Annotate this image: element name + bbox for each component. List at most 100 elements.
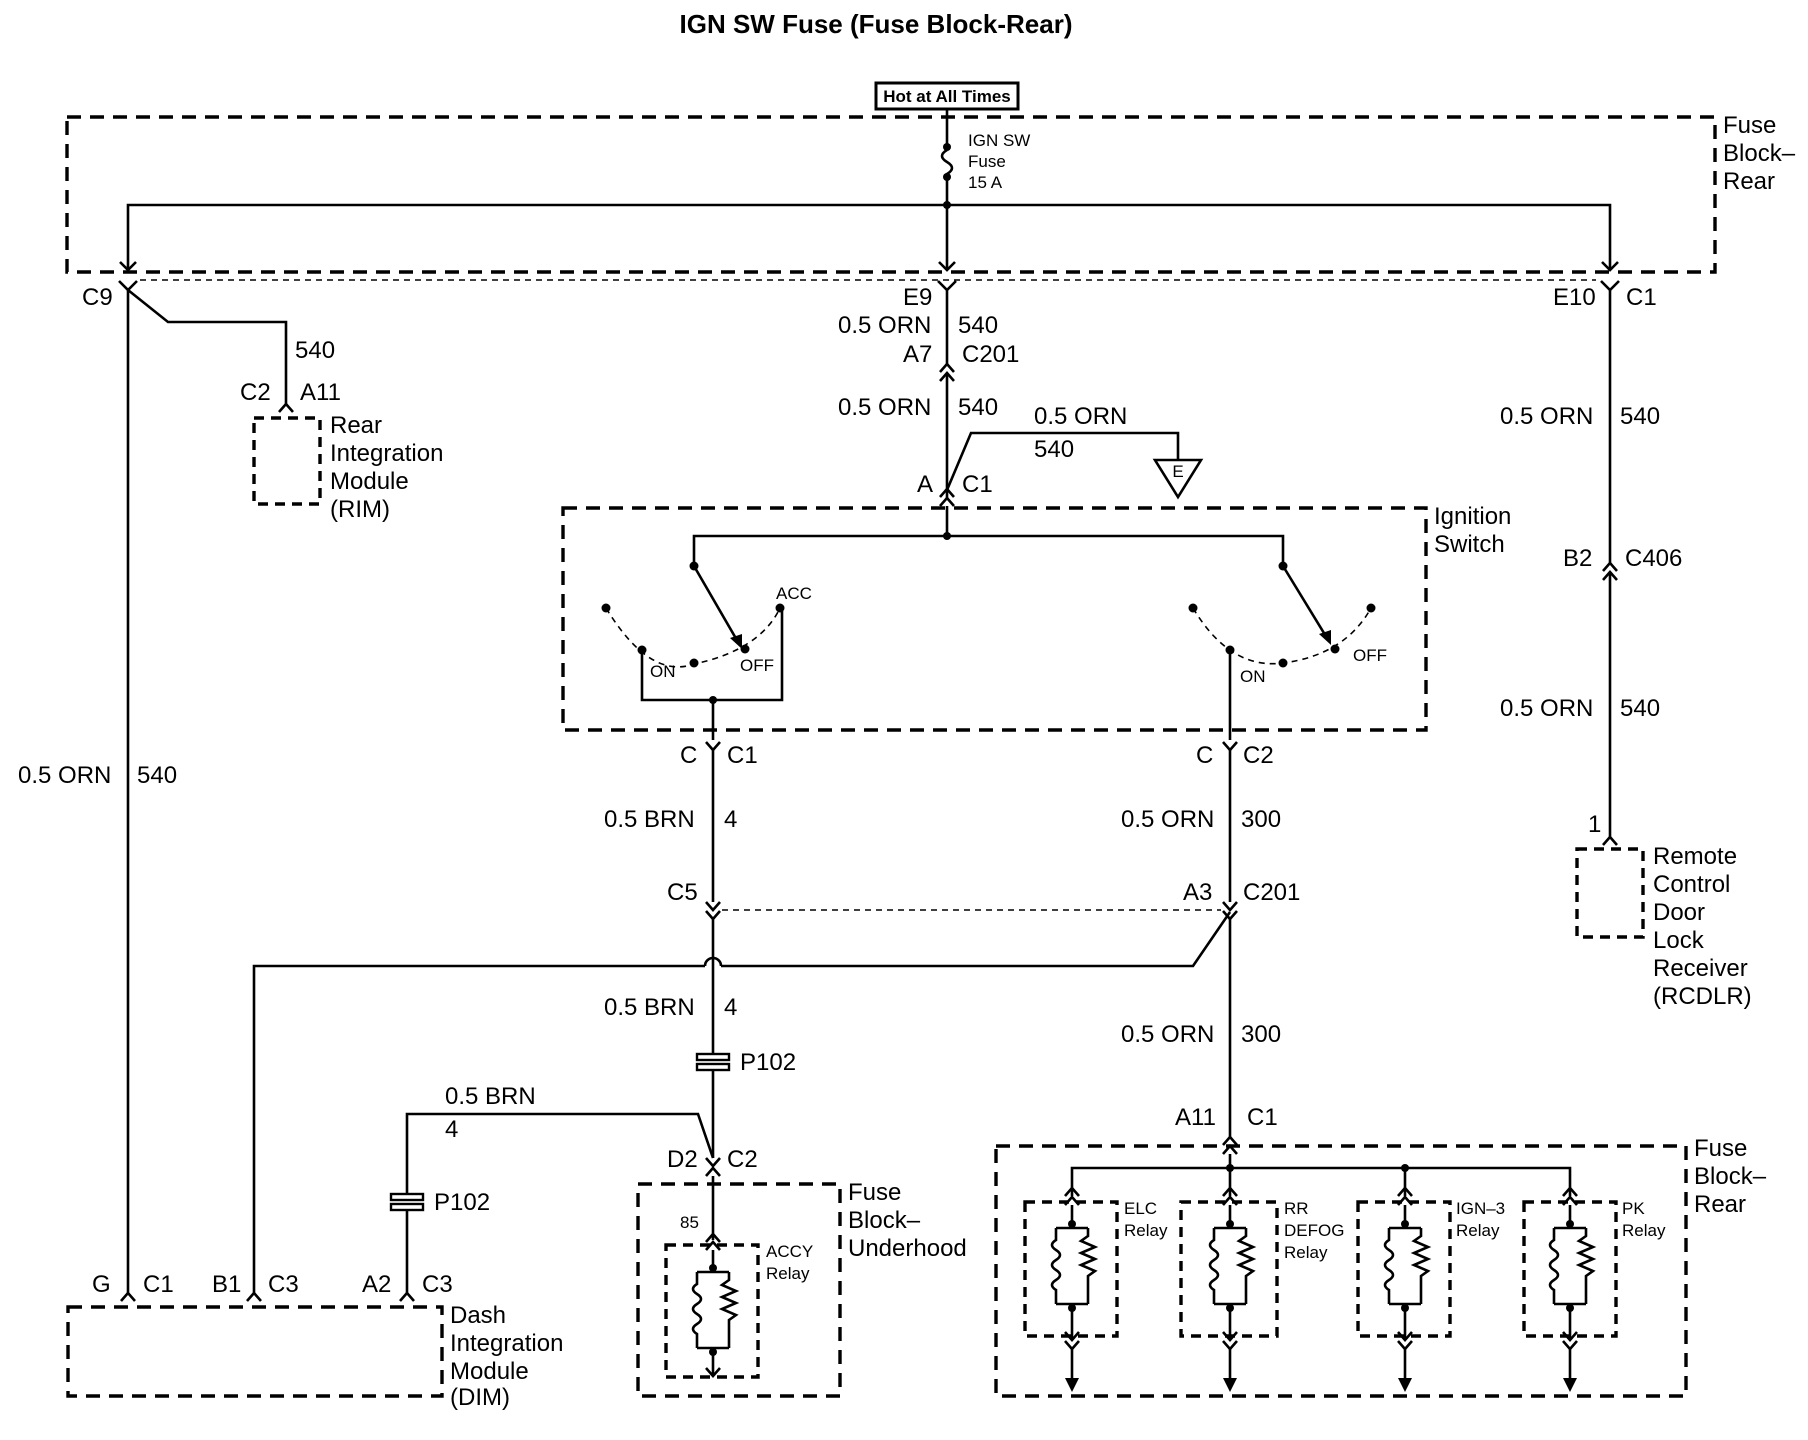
- rr-defog-relay: [1179, 1186, 1279, 1392]
- fuse-block-rear-relay-bus: [1070, 1166, 1572, 1196]
- ign-sw-fuse: [940, 109, 954, 205]
- conn-c9: C9: [82, 284, 113, 311]
- wire-300a-gauge: 0.5 ORN: [1121, 806, 1214, 833]
- svg-text:Relay: Relay: [1124, 1221, 1168, 1240]
- rim-box: [252, 416, 322, 506]
- svg-text:Ignition: Ignition: [1434, 503, 1511, 530]
- svg-text:Relay: Relay: [1456, 1221, 1500, 1240]
- svg-text:Block–: Block–: [848, 1207, 921, 1234]
- conn-b1: B1: [212, 1271, 241, 1298]
- conn-c201-top: C201: [962, 341, 1019, 368]
- svg-text:RR: RR: [1284, 1199, 1309, 1218]
- wire-r2-gauge: 0.5 ORN: [1500, 695, 1593, 722]
- svg-text:Rear: Rear: [1694, 1191, 1746, 1218]
- svg-text:Module: Module: [330, 468, 409, 495]
- svg-text:E: E: [1172, 462, 1183, 481]
- wire-e9-circuit: 540: [958, 312, 998, 339]
- conn-c3-a2: C3: [422, 1271, 453, 1298]
- pk-relay: [1522, 1186, 1618, 1392]
- wire-r1-circuit: 540: [1620, 403, 1660, 430]
- conn-c1-fb: C1: [1247, 1104, 1278, 1131]
- conn-g: G: [92, 1271, 111, 1298]
- wire-e9-gauge: 0.5 ORN: [838, 312, 931, 339]
- wire-left-gauge: 0.5 ORN: [18, 762, 111, 789]
- ignition-switch-right-contacts: [1188, 561, 1376, 740]
- wire-a7-circuit: 540: [958, 394, 998, 421]
- svg-text:Switch: Switch: [1434, 531, 1505, 558]
- conn-c-right: C: [1196, 742, 1213, 769]
- conn-a7: A7: [903, 341, 932, 368]
- svg-text:DEFOG: DEFOG: [1284, 1221, 1344, 1240]
- svg-text:Rear: Rear: [330, 412, 382, 439]
- rim-label: Rear Integration Module (RIM): [330, 412, 443, 523]
- svg-text:15 A: 15 A: [968, 173, 1003, 192]
- svg-text:Fuse: Fuse: [1723, 112, 1776, 139]
- svg-text:(RIM): (RIM): [330, 496, 390, 523]
- ignition-switch-label: Ignition Switch: [1434, 503, 1511, 558]
- svg-text:IGN–3: IGN–3: [1456, 1199, 1505, 1218]
- svg-text:Underhood: Underhood: [848, 1235, 967, 1262]
- svg-text:Fuse: Fuse: [848, 1179, 901, 1206]
- fuse-block-rear-bottom-box: [994, 1144, 1688, 1398]
- conn-c2-uh: C2: [727, 1146, 758, 1173]
- switch-pos-on-left: ON: [650, 662, 676, 681]
- conn-c-left: C: [680, 742, 697, 769]
- wire-300a-circuit: 300: [1241, 806, 1281, 833]
- svg-text:ACCY: ACCY: [766, 1242, 813, 1261]
- svg-text:PK: PK: [1622, 1199, 1645, 1218]
- conn-a3: A3: [1183, 879, 1212, 906]
- wire-branch-gauge: 0.5 ORN: [1034, 403, 1127, 430]
- conn-e10: E10: [1553, 284, 1596, 311]
- wire-brn3-gauge: 0.5 BRN: [445, 1083, 536, 1110]
- wire-to-splice-e: [945, 431, 1180, 491]
- conn-c5: C5: [667, 879, 698, 906]
- conn-c1-dim: C1: [143, 1271, 174, 1298]
- accy-relay-coil: [691, 1250, 738, 1378]
- ignition-switch-box: [561, 506, 1428, 732]
- svg-text:Integration: Integration: [330, 440, 443, 467]
- splice-e-symbol: E: [1152, 458, 1204, 500]
- conn-pin-1: 1: [1588, 811, 1601, 838]
- fuse-label: IGN SW Fuse 15 A: [968, 131, 1030, 192]
- dim-label: Dash Integration Module (DIM): [450, 1302, 563, 1411]
- conn-a2: A2: [362, 1271, 391, 1298]
- rr-defog-relay-label: RR DEFOG Relay: [1284, 1199, 1344, 1262]
- dim-box: [66, 1305, 444, 1398]
- wire-brn1-gauge: 0.5 BRN: [604, 806, 695, 833]
- svg-text:Control: Control: [1653, 871, 1730, 898]
- wire-brn-to-p102-left: [405, 1112, 715, 1193]
- switch-pos-off-left: OFF: [740, 656, 774, 675]
- fuse-block-rear-top-box: [65, 115, 1717, 274]
- conn-d2: D2: [667, 1146, 698, 1173]
- accy-relay-label: ACCY Relay: [766, 1242, 813, 1283]
- conn-b2: B2: [1563, 545, 1592, 572]
- hot-at-all-times-label: Hot at All Times: [874, 81, 1020, 111]
- fuse-bus-bar: [126, 203, 1612, 270]
- wire-brn2-gauge: 0.5 BRN: [604, 994, 695, 1021]
- rcdlr-label: Remote Control Door Lock Receiver (RCDLR…: [1653, 843, 1752, 1010]
- svg-text:Receiver: Receiver: [1653, 955, 1748, 982]
- svg-text:(RCDLR): (RCDLR): [1653, 983, 1752, 1010]
- conn-c201-mid: C201: [1243, 879, 1300, 906]
- conn-c2-right: C2: [1243, 742, 1274, 769]
- conn-pin-85: 85: [680, 1213, 699, 1232]
- wire-brn2-circuit: 4: [724, 994, 737, 1021]
- svg-text:Door: Door: [1653, 899, 1705, 926]
- ign-3-relay: [1356, 1186, 1452, 1392]
- pk-relay-label: PK Relay: [1622, 1199, 1666, 1240]
- ignition-switch-left-contacts: [601, 561, 785, 740]
- elc-relay: [1023, 1186, 1119, 1392]
- wire-brn3-circuit: 4: [445, 1116, 458, 1143]
- svg-text:Block–: Block–: [1723, 140, 1796, 167]
- switch-pos-off-right: OFF: [1353, 646, 1387, 665]
- conn-c1-left: C1: [727, 742, 758, 769]
- conn-p102-left: P102: [434, 1189, 490, 1216]
- conn-c3-b1: C3: [268, 1271, 299, 1298]
- svg-text:Relay: Relay: [766, 1264, 810, 1283]
- svg-text:Relay: Relay: [1284, 1243, 1328, 1262]
- wire-branch-circuit: 540: [1034, 436, 1074, 463]
- svg-text:Module: Module: [450, 1358, 529, 1385]
- conn-c1-sw: C1: [962, 471, 993, 498]
- svg-text:Dash: Dash: [450, 1302, 506, 1329]
- svg-text:Fuse: Fuse: [1694, 1135, 1747, 1162]
